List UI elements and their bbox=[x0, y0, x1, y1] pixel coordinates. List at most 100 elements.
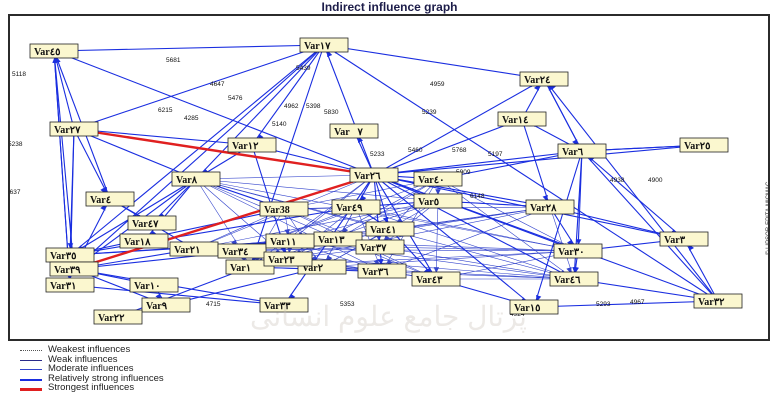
legend-swatch bbox=[20, 388, 42, 391]
node-v4: Var٤ bbox=[85, 191, 135, 207]
moderate-influence-edge bbox=[355, 206, 579, 252]
legend-item-weakest: Weakest influences bbox=[20, 345, 280, 355]
graph-title: Indirect influence graph bbox=[321, 0, 458, 14]
node-label: Var١٨ bbox=[124, 237, 151, 248]
edge-value-label: 5353 bbox=[340, 301, 355, 308]
edge-value-label: 4962 bbox=[284, 103, 299, 110]
strong-influence-edge bbox=[53, 44, 325, 52]
strong-influence-edge bbox=[73, 44, 325, 270]
node-v49: Var٤٩ bbox=[331, 199, 381, 215]
legend-swatch bbox=[20, 350, 42, 351]
node-box bbox=[365, 221, 415, 237]
node-v40: Var٤٠ bbox=[413, 171, 463, 187]
node-label: Var٣٦ bbox=[362, 267, 389, 278]
edge-value-label: 6148 bbox=[470, 193, 485, 200]
node-label: Var١٠ bbox=[134, 281, 160, 292]
node-label: Var٤٣ bbox=[416, 275, 443, 286]
node-label: Var٣٥ bbox=[50, 251, 76, 262]
node-v23: Var٢٣ bbox=[263, 251, 313, 267]
legend-item-strong: Relatively strong influences bbox=[20, 372, 280, 384]
node-v1: Var١ bbox=[225, 259, 275, 275]
node-v26: Var٢٦ bbox=[349, 167, 399, 183]
moderate-influence-edge bbox=[437, 178, 579, 252]
node-label: Var١٢ bbox=[232, 141, 259, 152]
node-label: Var٢٢ bbox=[98, 313, 125, 324]
node-v12: Var١٢ bbox=[227, 137, 277, 153]
strong-influence-edge bbox=[533, 150, 583, 308]
node-label: Var٣٣ bbox=[264, 301, 291, 312]
node-v28: Var٢٨ bbox=[525, 199, 575, 215]
strong-influence-edge bbox=[373, 150, 583, 176]
strong-influence-edge bbox=[69, 144, 253, 256]
node-label: Var٣ bbox=[664, 235, 686, 246]
moderate-influence-edge bbox=[379, 246, 579, 252]
node-v37: Var٣٧ bbox=[355, 239, 405, 255]
moderate-influence-edge bbox=[195, 178, 243, 252]
edge-value-label: 5118 bbox=[12, 71, 26, 78]
moderate-influence-edge bbox=[195, 178, 439, 202]
node-v22: Var٢٢ bbox=[93, 309, 143, 325]
node-label: Var٣٩ bbox=[54, 265, 81, 276]
node-box bbox=[49, 121, 99, 137]
node-box bbox=[331, 199, 381, 215]
strong-influence-edge bbox=[323, 44, 375, 176]
node-label: Var١٤ bbox=[502, 115, 528, 126]
node-label: Var٢١ bbox=[174, 245, 200, 256]
node-label: Var١٣ bbox=[318, 235, 345, 246]
strong-influence-edge bbox=[373, 144, 705, 176]
edge-value-label: 4938 bbox=[610, 177, 625, 184]
strong-influence-edge-arrowhead bbox=[377, 259, 384, 266]
moderate-influence-edge bbox=[379, 246, 575, 280]
edge-value-label: 5460 bbox=[408, 147, 423, 154]
moderate-influence-edge bbox=[195, 174, 375, 180]
legend-item-strongest: Strongest influences bbox=[20, 383, 280, 393]
node-box bbox=[329, 123, 379, 139]
moderate-influence-edge bbox=[337, 178, 439, 240]
node-box bbox=[355, 239, 405, 255]
edge-value-label: 4959 bbox=[430, 81, 445, 88]
edge-value-label: 4900 bbox=[648, 177, 663, 184]
node-box bbox=[45, 277, 95, 293]
node-label: Var٣٠ bbox=[558, 247, 584, 258]
legend-label: Weak influences bbox=[48, 353, 118, 365]
strong-influence-edge bbox=[373, 174, 535, 308]
node-label: Var٢ bbox=[302, 263, 324, 274]
node-label: Var38 bbox=[264, 205, 290, 216]
node-box bbox=[119, 233, 169, 249]
node-v5: Var٥ bbox=[413, 193, 463, 209]
strong-influence-edge bbox=[195, 44, 325, 180]
node-box bbox=[259, 297, 309, 313]
side-credit-label: © LIPSOR-EPITA-MICMAC bbox=[766, 181, 772, 255]
node-label: Var٤٠ bbox=[418, 175, 444, 186]
node-label: Var٨ bbox=[176, 175, 198, 186]
legend-swatch bbox=[20, 359, 42, 361]
node-box bbox=[553, 243, 603, 259]
strong-influence-edge bbox=[323, 44, 545, 80]
edge-value-label: 5439 bbox=[296, 65, 311, 72]
node-label: Var٢٧ bbox=[54, 125, 81, 136]
node-v46: Var٤٦ bbox=[549, 271, 599, 287]
legend-label: Relatively strong influences bbox=[48, 372, 164, 384]
strong-influence-edge bbox=[143, 178, 197, 242]
legend-item-moderate: Moderate influences bbox=[20, 364, 280, 374]
node-box bbox=[49, 261, 99, 277]
node-label: Var١٧ bbox=[304, 41, 331, 52]
strong-influence-edge bbox=[521, 118, 551, 208]
node-label: Var٥ bbox=[418, 197, 439, 208]
node-label: Var٩ bbox=[146, 301, 168, 312]
node-label: Var٤٥ bbox=[34, 47, 60, 58]
node-label: Var٤٧ bbox=[132, 219, 159, 230]
strong-influence-edge bbox=[581, 150, 719, 302]
node-label: Var١ bbox=[230, 263, 251, 274]
edge-value-label: 5768 bbox=[452, 147, 467, 154]
node-box bbox=[525, 199, 575, 215]
moderate-influence-edge-arrowhead bbox=[286, 247, 293, 254]
node-v3: Var٣ bbox=[659, 231, 709, 247]
legend-label: Weakest influences bbox=[48, 344, 131, 355]
node-v11: Var١١ bbox=[265, 233, 315, 249]
node-box bbox=[263, 251, 313, 267]
node-label: Var٢٨ bbox=[530, 203, 557, 214]
node-label: Var٤١ bbox=[370, 225, 396, 236]
edge-value-label: 5239 bbox=[422, 109, 437, 116]
node-box bbox=[217, 243, 267, 259]
